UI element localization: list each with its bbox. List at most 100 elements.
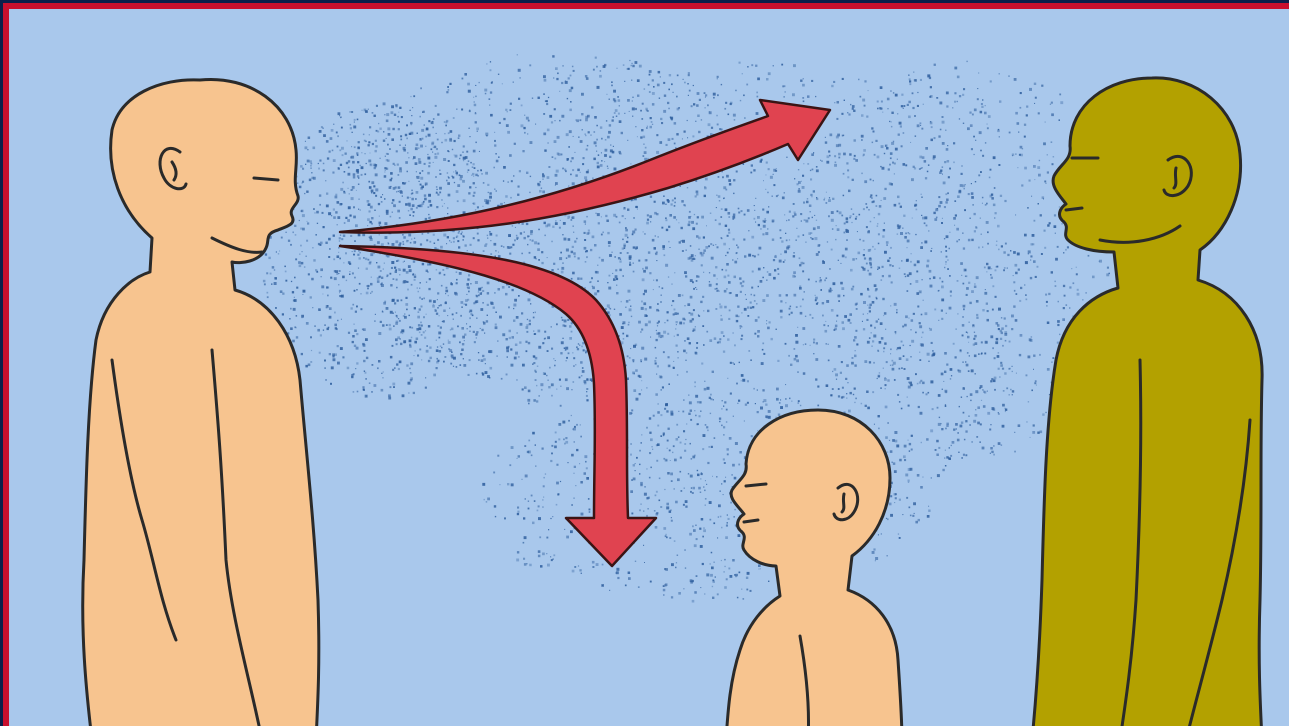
droplet [550, 518, 551, 519]
droplet [394, 165, 396, 167]
droplet [374, 384, 377, 387]
droplet [642, 103, 644, 105]
droplet [734, 344, 736, 346]
droplet [460, 315, 462, 317]
droplet [323, 330, 324, 331]
droplet [563, 222, 566, 225]
droplet [890, 247, 892, 249]
droplet [537, 366, 539, 368]
droplet [654, 201, 656, 203]
droplet [562, 319, 564, 321]
droplet [813, 227, 816, 230]
droplet [1028, 250, 1031, 253]
droplet [490, 253, 492, 255]
droplet [650, 581, 652, 583]
droplet [687, 137, 688, 138]
droplet [306, 322, 309, 325]
droplet [940, 423, 941, 424]
droplet [1006, 387, 1008, 389]
droplet [619, 269, 621, 271]
droplet [447, 236, 449, 238]
droplet [485, 363, 486, 364]
droplet [998, 442, 1001, 445]
droplet [467, 250, 468, 251]
droplet [957, 280, 959, 282]
droplet [520, 323, 523, 326]
droplet [461, 327, 464, 330]
droplet [1014, 432, 1015, 433]
droplet [614, 309, 615, 310]
droplet [415, 162, 418, 165]
droplet [413, 211, 415, 213]
droplet [854, 388, 856, 390]
droplet [732, 559, 735, 562]
droplet [494, 140, 496, 142]
droplet [612, 273, 613, 274]
droplet [907, 377, 910, 380]
droplet [535, 312, 537, 314]
droplet [817, 386, 819, 388]
droplet [938, 423, 941, 426]
droplet [380, 276, 381, 277]
droplet [950, 455, 952, 457]
droplet [428, 194, 431, 197]
droplet [899, 401, 901, 403]
droplet [997, 355, 1000, 358]
droplet [665, 204, 666, 205]
droplet [506, 347, 509, 350]
droplet [967, 336, 970, 339]
droplet [497, 341, 498, 342]
droplet [437, 153, 439, 155]
droplet [1034, 179, 1035, 180]
droplet [861, 139, 863, 141]
droplet [747, 209, 750, 212]
droplet [632, 359, 634, 361]
droplet [946, 423, 949, 426]
droplet [446, 91, 448, 93]
droplet [529, 192, 530, 193]
droplet [430, 357, 432, 359]
droplet [545, 473, 546, 474]
droplet [741, 312, 742, 313]
droplet [390, 216, 392, 218]
droplet [561, 82, 563, 84]
droplet [941, 373, 944, 376]
droplet [351, 189, 353, 191]
droplet [410, 362, 413, 365]
droplet [912, 218, 913, 219]
droplet [411, 238, 412, 239]
droplet [339, 240, 340, 241]
droplet [789, 308, 791, 310]
droplet [705, 178, 708, 181]
droplet [552, 516, 553, 517]
droplet [873, 335, 876, 338]
droplet [736, 171, 738, 173]
droplet [418, 161, 421, 164]
droplet [663, 195, 665, 197]
droplet [744, 117, 746, 119]
droplet [708, 446, 710, 448]
droplet [353, 206, 355, 208]
droplet [577, 169, 580, 172]
droplet [866, 391, 869, 394]
droplet [668, 428, 670, 430]
droplet [354, 119, 356, 121]
droplet [847, 176, 849, 178]
droplet [762, 299, 765, 302]
droplet [955, 328, 957, 330]
droplet [365, 338, 368, 341]
droplet [724, 276, 727, 279]
droplet [561, 271, 564, 274]
droplet [904, 459, 906, 461]
droplet [548, 97, 549, 98]
droplet [678, 107, 680, 109]
droplet [977, 422, 980, 425]
droplet [710, 243, 712, 245]
droplet [919, 290, 922, 293]
droplet [725, 208, 728, 211]
droplet [399, 145, 400, 146]
droplet [677, 374, 678, 375]
droplet [547, 129, 550, 132]
droplet [853, 339, 855, 341]
droplet [566, 133, 569, 136]
